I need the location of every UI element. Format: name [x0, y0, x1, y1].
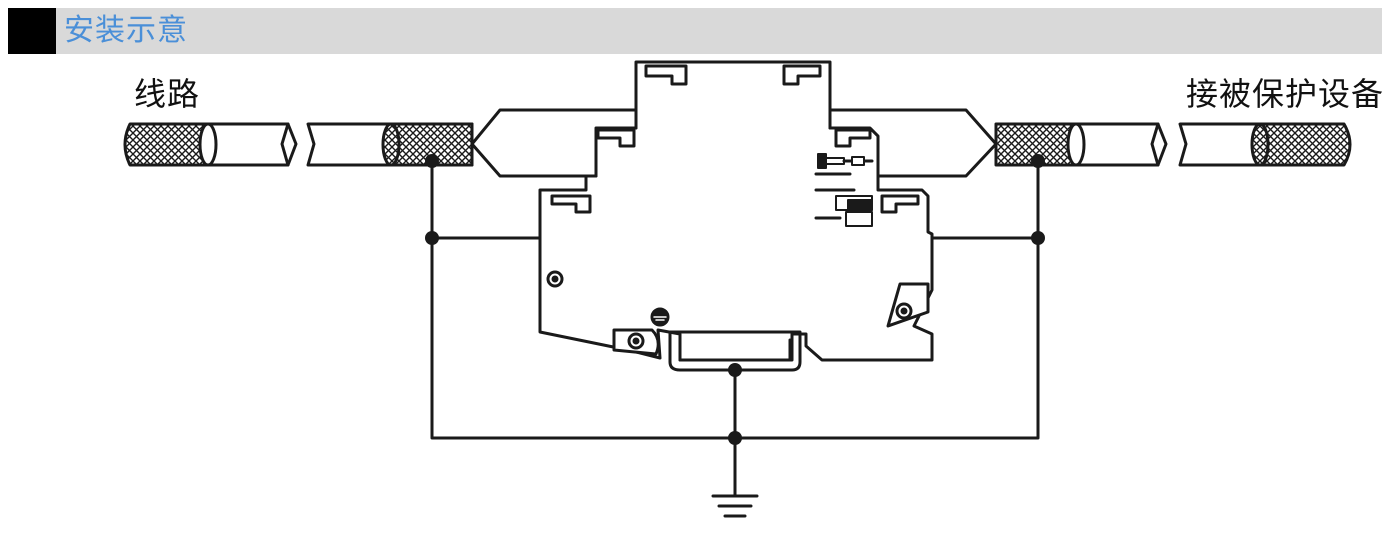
left-cable-inner — [306, 122, 474, 167]
protected-device-label: 接被保护设备 — [1186, 75, 1385, 113]
section-title: 安装示意 — [64, 13, 188, 48]
section-title-bar: 安装示意 — [8, 8, 1382, 54]
left-cable-outer — [123, 122, 298, 167]
title-marker-block — [8, 8, 56, 54]
right-cable-inner — [994, 122, 1168, 167]
line-label: 线路 — [134, 75, 201, 113]
surge-protector-module — [470, 60, 998, 372]
right-cable-outer — [1178, 122, 1352, 167]
junction-dots — [425, 154, 1045, 445]
module-markings — [814, 153, 874, 227]
